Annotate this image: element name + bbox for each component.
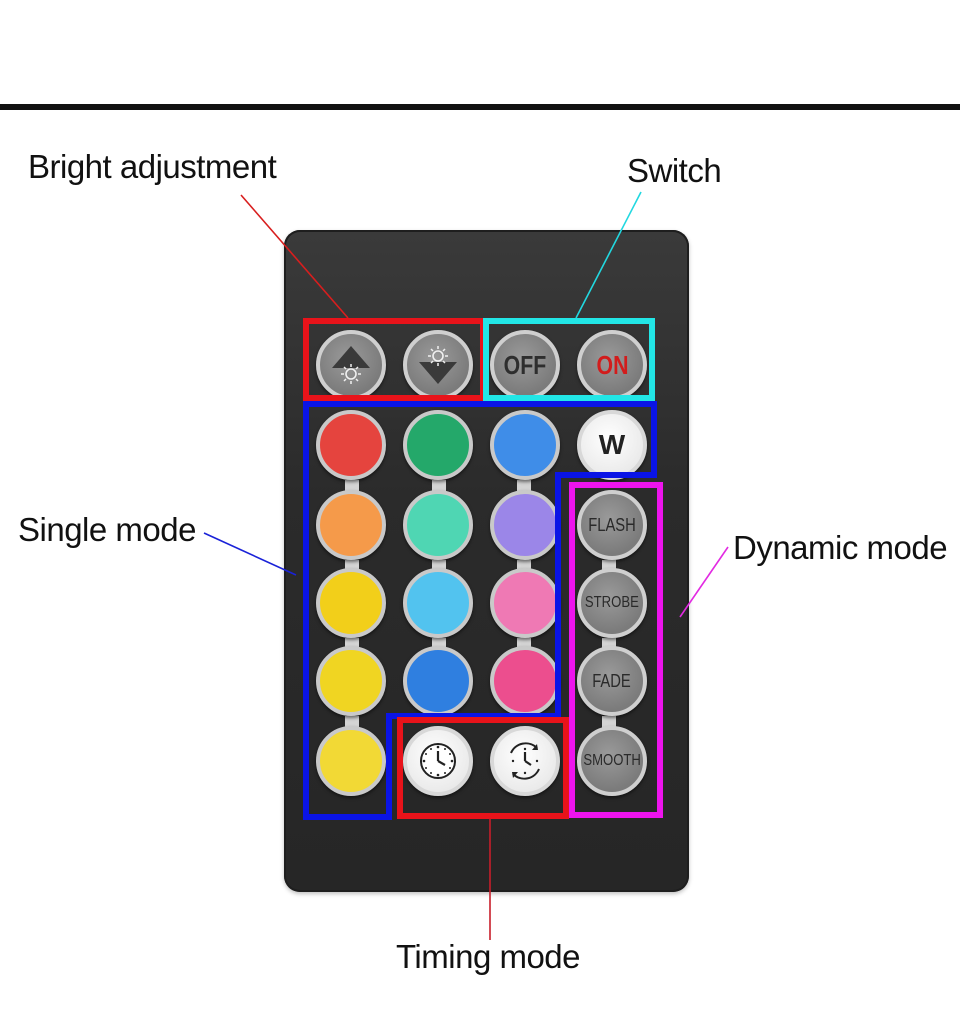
switch-box — [483, 318, 655, 401]
color-button-orange[interactable] — [316, 490, 386, 560]
color-button-blue[interactable] — [490, 410, 560, 480]
timer-cycle-icon — [510, 742, 540, 780]
color-button-aqua[interactable] — [403, 490, 473, 560]
smooth-button-label: SMOOTH — [583, 752, 641, 769]
brightness-down-icon — [419, 346, 457, 384]
color-button-light-yellow[interactable] — [316, 646, 386, 716]
single-mode-leader — [203, 532, 297, 576]
bright-adjustment-box — [303, 318, 486, 401]
fade-button-label: FADE — [592, 670, 632, 691]
smooth-button[interactable]: SMOOTH — [577, 726, 647, 796]
strobe-button[interactable]: STROBE — [577, 568, 647, 638]
single-mode-box — [303, 401, 657, 820]
brightness-down-button[interactable] — [403, 330, 473, 400]
color-button-red[interactable] — [316, 410, 386, 480]
dynamic-mode-leader — [679, 546, 729, 618]
switch-label: Switch — [627, 152, 722, 189]
switch-leader — [575, 191, 642, 319]
strobe-button-label: STROBE — [585, 594, 639, 611]
bright-adjustment-leader — [240, 194, 349, 319]
timer-icon — [420, 743, 456, 779]
dynamic-mode-box — [569, 482, 663, 818]
fade-button[interactable]: FADE — [577, 646, 647, 716]
bright-adjustment-label: Bright adjustment — [28, 148, 277, 185]
on-button-label: ON — [596, 349, 628, 380]
on-button[interactable]: ON — [577, 330, 647, 400]
color-button-purple[interactable] — [490, 490, 560, 560]
timing-mode-label: Timing mode — [396, 938, 581, 975]
timing-mode-box — [397, 717, 569, 819]
color-button-pale-yellow[interactable] — [316, 726, 386, 796]
brightness-up-button[interactable] — [316, 330, 386, 400]
timer-cycle-button[interactable] — [490, 726, 560, 796]
color-button-sky-blue[interactable] — [403, 568, 473, 638]
off-button-label: OFF — [503, 349, 547, 380]
white-button[interactable]: W — [577, 410, 647, 480]
timer-button[interactable] — [403, 726, 473, 796]
flash-button[interactable]: FLASH — [577, 490, 647, 560]
dynamic-mode-label: Dynamic mode — [733, 529, 948, 566]
single-mode-label: Single mode — [18, 511, 196, 548]
flash-button-label: FLASH — [588, 514, 636, 535]
color-button-pink[interactable] — [490, 568, 560, 638]
color-button-green[interactable] — [403, 410, 473, 480]
brightness-up-icon — [332, 346, 370, 384]
white-button-label: W — [598, 429, 626, 460]
color-button-yellow[interactable] — [316, 568, 386, 638]
top-divider — [0, 104, 960, 110]
